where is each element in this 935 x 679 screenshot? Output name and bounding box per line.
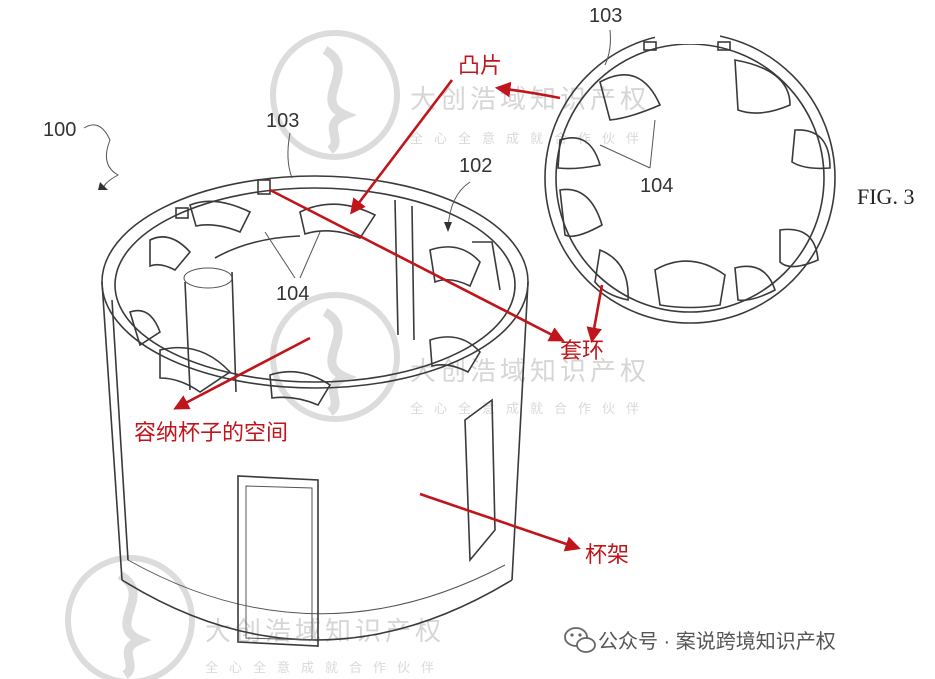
wechat-icon [564,627,596,653]
watermark-line2: 全心全意成就合作伙伴 [205,660,445,676]
arrow-cup-space [173,336,311,410]
credit-bar: 公众号 · 案说跨境知识产权 [564,627,836,653]
top-view-inset [544,29,836,324]
arrowhead-icon [98,182,108,190]
arrow-ring-main [269,188,565,342]
watermark-logo-icon [270,292,400,422]
ref-104-main: 104 [276,283,309,305]
arrow-tab-inset [494,81,561,100]
watermark-top: 大创浩域知识产权 全心全意成就合作伙伴 [270,30,650,160]
ref-104-inset: 104 [640,175,673,197]
cup-holder-drawing [101,175,529,647]
red-annotations: 凸片 套环 容纳杯子的空间 杯架 [134,53,629,567]
watermark-line2: 全心全意成就合作伙伴 [410,131,650,147]
reference-numerals: 100 103 102 104 103 104 FIG. 3 [43,5,914,305]
watermark-logo-icon [270,30,400,160]
ref-103-main: 103 [266,110,299,132]
arrowhead-icon [444,222,452,232]
credit-text: 公众号 · 案说跨境知识产权 [598,630,836,653]
annotation-ring: 套环 [560,338,604,363]
arrow-cup-holder [419,492,581,552]
ref-103-top: 103 [589,5,622,27]
annotation-tab: 凸片 [458,53,502,78]
watermark-logo-icon [65,555,195,679]
watermark-bottom: 大创浩域知识产权 全心全意成就合作伙伴 [65,555,445,679]
annotation-cup-holder: 杯架 [585,542,629,567]
watermark-line2: 全心全意成就合作伙伴 [410,401,650,417]
arrow-ring-inset [586,284,604,344]
ref-102: 102 [459,155,492,177]
figure-label: FIG. 3 [857,184,914,209]
annotation-cup-space: 容纳杯子的空间 [134,420,288,445]
ref-100: 100 [43,119,76,141]
watermark-line1: 大创浩域知识产权 [410,357,650,387]
arrow-tab-main [350,79,454,215]
